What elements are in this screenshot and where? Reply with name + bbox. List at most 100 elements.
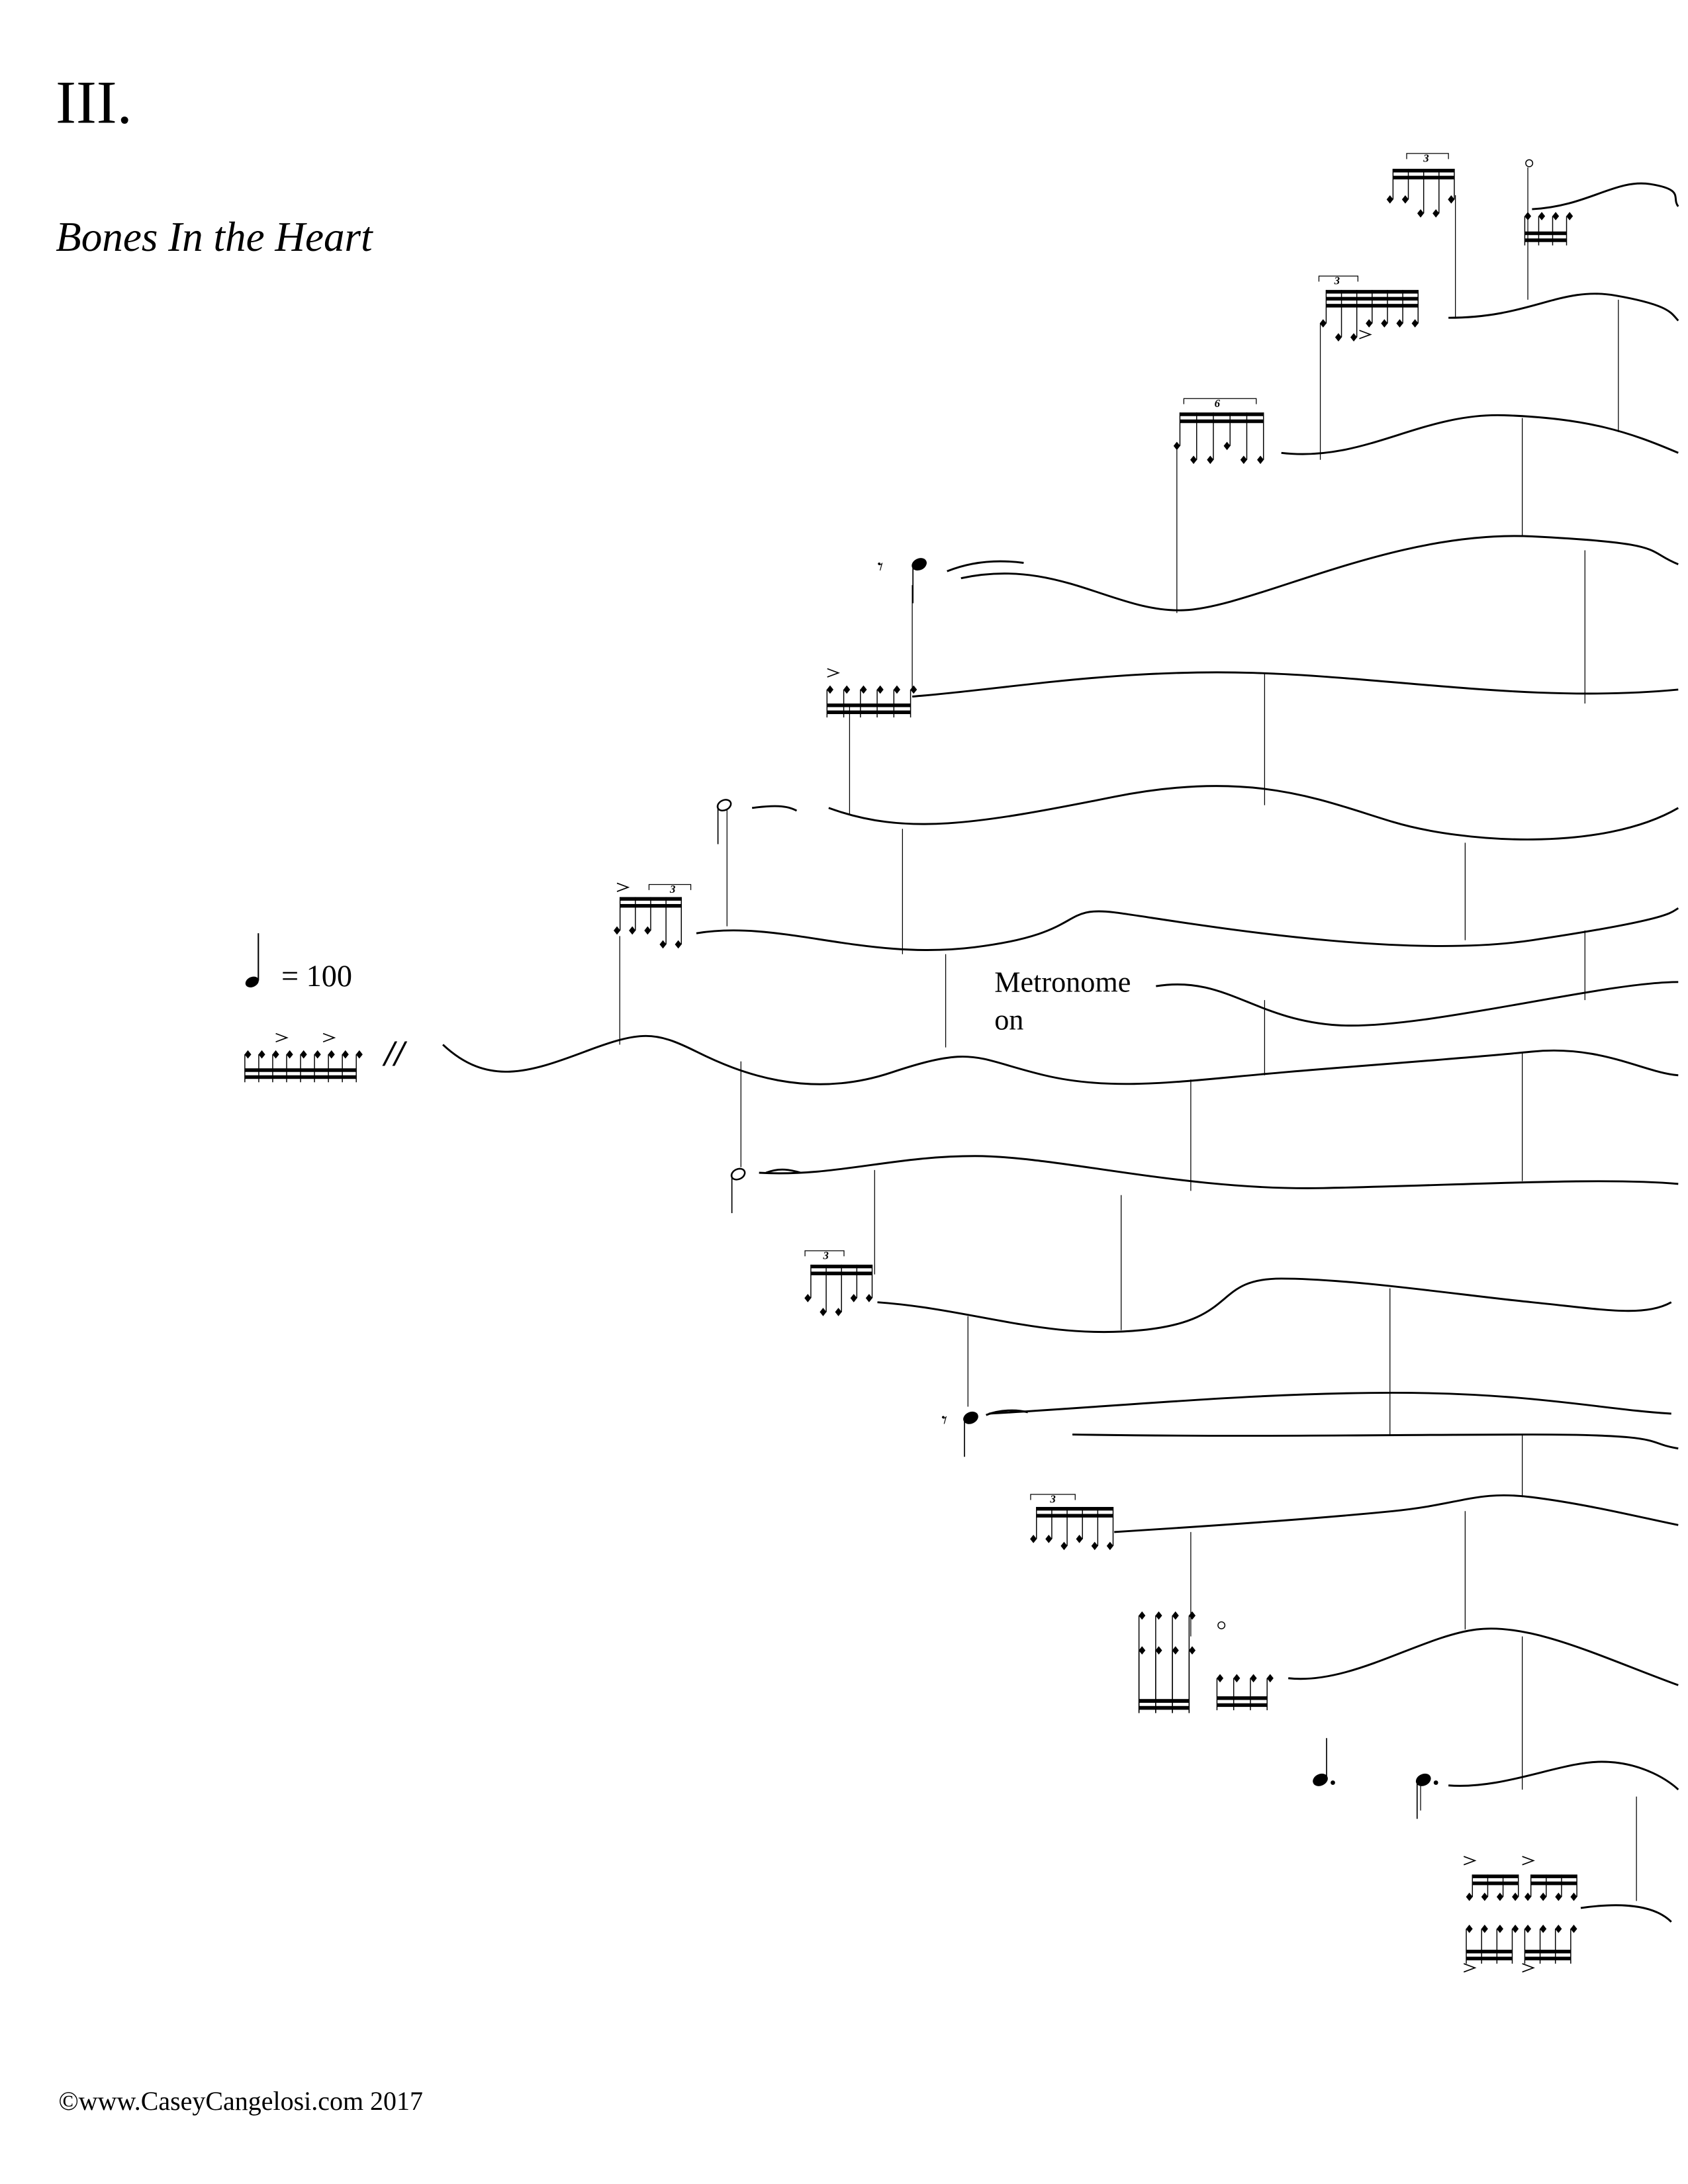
wave-line (1448, 293, 1679, 322)
diamond-notehead-icon (1240, 455, 1247, 465)
diamond-notehead-icon (1411, 319, 1419, 328)
diamond-notehead-icon (644, 926, 651, 935)
diamond-notehead-icon (342, 1050, 349, 1059)
beam (1466, 1950, 1513, 1954)
diamond-notehead-icon (1496, 1925, 1504, 1933)
diamond-notehead-icon (1481, 1892, 1488, 1901)
diamond-notehead-icon (820, 1308, 827, 1316)
diamond-notehead-icon (893, 685, 900, 694)
diamond-notehead-icon (1030, 1535, 1037, 1543)
diamond-notehead-icon (850, 1294, 857, 1302)
beamed-note-group (614, 882, 692, 949)
beam (1326, 290, 1419, 294)
diamond-notehead-icon (1512, 1925, 1519, 1933)
augmentation-dot (1331, 1780, 1335, 1785)
beam (827, 703, 911, 707)
beamed-note-group (1524, 212, 1573, 246)
beam (1524, 1950, 1571, 1954)
beam (1036, 1514, 1113, 1518)
diamond-notehead-icon (1524, 1925, 1532, 1933)
beamed-note-group (1386, 153, 1455, 218)
diamond-notehead-icon (1538, 212, 1546, 220)
diamond-notehead-icon (1266, 1674, 1274, 1683)
quarter-note-icon (245, 933, 259, 987)
repeat-slash-mark: // (382, 1033, 408, 1073)
diamond-notehead-icon (1366, 319, 1373, 328)
diamond-notehead-icon (1481, 1925, 1488, 1933)
accent-icon (1522, 1963, 1535, 1973)
diamond-notehead-icon (1257, 455, 1264, 465)
beam (1472, 1881, 1519, 1886)
diamond-notehead-icon (1060, 1541, 1068, 1551)
wave-line (828, 785, 1679, 841)
accent-icon (1522, 1856, 1535, 1866)
diamond-notehead-icon (804, 1294, 812, 1302)
diamond-notehead-icon (1570, 1892, 1577, 1901)
accent-icon (1463, 1856, 1477, 1866)
wave-line (1156, 981, 1679, 1027)
diamond-notehead-icon (328, 1050, 335, 1059)
diamond-notehead-icon (1570, 1925, 1577, 1933)
beam (1180, 419, 1264, 424)
diamond-notehead-icon (659, 940, 667, 949)
wave-line (751, 805, 798, 812)
tuplet-number: 3 (669, 883, 675, 895)
diamond-notehead-icon (1381, 319, 1388, 328)
beam (1393, 169, 1454, 173)
beam (1466, 1956, 1513, 1961)
diamond-notehead-icon (876, 685, 884, 694)
wave-line (1114, 1494, 1679, 1533)
diamond-notehead-icon (1512, 1892, 1519, 1901)
diamond-notehead-icon (1207, 455, 1214, 465)
beam (244, 1075, 357, 1079)
tuplet-bracket (1183, 398, 1257, 404)
diamond-notehead-icon (1524, 212, 1532, 220)
diamond-notehead-icon (1350, 333, 1358, 341)
diamond-notehead-icon (1335, 333, 1342, 341)
tuplet-bracket (1318, 275, 1358, 282)
eighth-note-icon (963, 1411, 978, 1457)
diamond-notehead-icon (300, 1050, 307, 1059)
diamond-notehead-icon (1540, 1892, 1547, 1901)
harmonic-circle-icon (1217, 1621, 1226, 1629)
beam (827, 710, 911, 714)
diamond-notehead-icon (355, 1050, 363, 1059)
diamond-notehead-icon (629, 926, 636, 935)
diamond-notehead-icon (1496, 1892, 1504, 1901)
tuplet-bracket (1030, 1494, 1076, 1500)
tuplet-number: 3 (1423, 152, 1429, 165)
wave-line (912, 671, 1679, 698)
wave-line (759, 1155, 1679, 1189)
connector-lines (619, 167, 1637, 1901)
augmentation-dot (1433, 1780, 1438, 1785)
diamond-notehead-icon (258, 1050, 265, 1059)
beam (1530, 1874, 1577, 1878)
eighth-note-icon (912, 558, 927, 604)
tempo-value: = 100 (281, 960, 352, 993)
diamond-notehead-icon (1396, 319, 1403, 328)
accent-icon (322, 1032, 336, 1043)
beam (1530, 1881, 1577, 1886)
eighth-rest-icon: 𝄾 (877, 555, 883, 579)
diamond-notehead-icon (835, 1308, 842, 1316)
beam (1326, 304, 1419, 308)
beam (810, 1264, 872, 1269)
half-note-icon (716, 799, 732, 844)
beam (1524, 231, 1567, 236)
diamond-notehead-icon (1233, 1674, 1241, 1683)
diamond-notehead-icon (272, 1050, 279, 1059)
diamond-notehead-icon (1139, 1611, 1146, 1620)
wave-line (1532, 182, 1679, 210)
diamond-notehead-icon (1448, 195, 1455, 204)
wave-line (1580, 1904, 1672, 1923)
wave-line (765, 1168, 802, 1174)
diamond-notehead-icon (1524, 1892, 1532, 1901)
tuplet-number: 3 (1334, 275, 1340, 287)
tuplet-number: 3 (822, 1249, 828, 1261)
beam (1524, 1956, 1571, 1961)
tuplet-bracket (1406, 153, 1449, 159)
diamond-notehead-icon (826, 685, 834, 694)
beam (1180, 412, 1264, 416)
diamond-notehead-icon (843, 685, 851, 694)
